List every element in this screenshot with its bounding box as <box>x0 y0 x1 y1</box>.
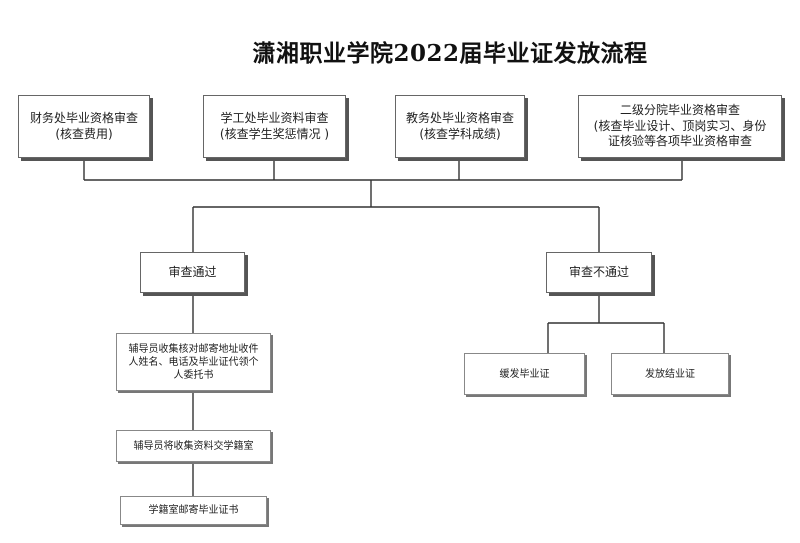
defer-certificate-label: 缓发毕业证 <box>499 368 550 380</box>
mail-certificate-label: 学籍室邮寄毕业证书 <box>148 505 239 516</box>
defer-certificate-box: 缓发毕业证 <box>464 353 585 395</box>
finance-review-note: (核查费用) <box>55 126 113 141</box>
review-failed-label: 审查不通过 <box>568 264 629 279</box>
submit-materials-label: 辅导员将收集资料交学籍室 <box>133 440 254 452</box>
completion-certificate-label: 发放结业证 <box>645 368 695 380</box>
submit-materials-step-box: 辅导员将收集资料交学籍室 <box>116 430 271 462</box>
completion-certificate-box: 发放结业证 <box>611 353 729 395</box>
college-review-note-2: 证核验等各项毕业资格审查 <box>607 134 752 149</box>
collect-address-line-1: 辅导员收集核对邮寄地址收件 <box>128 343 259 355</box>
review-passed-label: 审查通过 <box>168 264 217 279</box>
student-affairs-review-note: (核查学生奖惩情况 ) <box>219 126 330 141</box>
student-affairs-review-title: 学工处毕业资料审查 <box>220 110 329 125</box>
academic-affairs-review-box: 教务处毕业资格审查 (核查学科成绩) <box>395 95 525 158</box>
college-review-note-1: (核查毕业设计、顶岗实习、身份 <box>593 118 767 133</box>
collect-address-line-2: 人姓名、电话及毕业证代领个 <box>128 356 259 368</box>
collect-address-step-box: 辅导员收集核对邮寄地址收件 人姓名、电话及毕业证代领个 人委托书 <box>116 333 271 391</box>
review-passed-box: 审查通过 <box>140 252 245 293</box>
college-review-title: 二级分院毕业资格审查 <box>619 103 740 118</box>
finance-review-title: 财务处毕业资格审查 <box>29 110 138 125</box>
academic-affairs-review-note: (核查学科成绩) <box>419 126 501 141</box>
review-failed-box: 审查不通过 <box>546 252 652 293</box>
collect-address-line-3: 人委托书 <box>173 369 214 381</box>
academic-affairs-review-title: 教务处毕业资格审查 <box>405 110 514 125</box>
finance-review-box: 财务处毕业资格审查 (核查费用) <box>18 95 150 158</box>
page-title: 潇湘职业学院2022届毕业证发放流程 <box>252 40 648 67</box>
college-review-box: 二级分院毕业资格审查 (核查毕业设计、顶岗实习、身份 证核验等各项毕业资格审查 <box>578 95 782 158</box>
mail-certificate-step-box: 学籍室邮寄毕业证书 <box>120 496 267 525</box>
student-affairs-review-box: 学工处毕业资料审查 (核查学生奖惩情况 ) <box>203 95 346 158</box>
